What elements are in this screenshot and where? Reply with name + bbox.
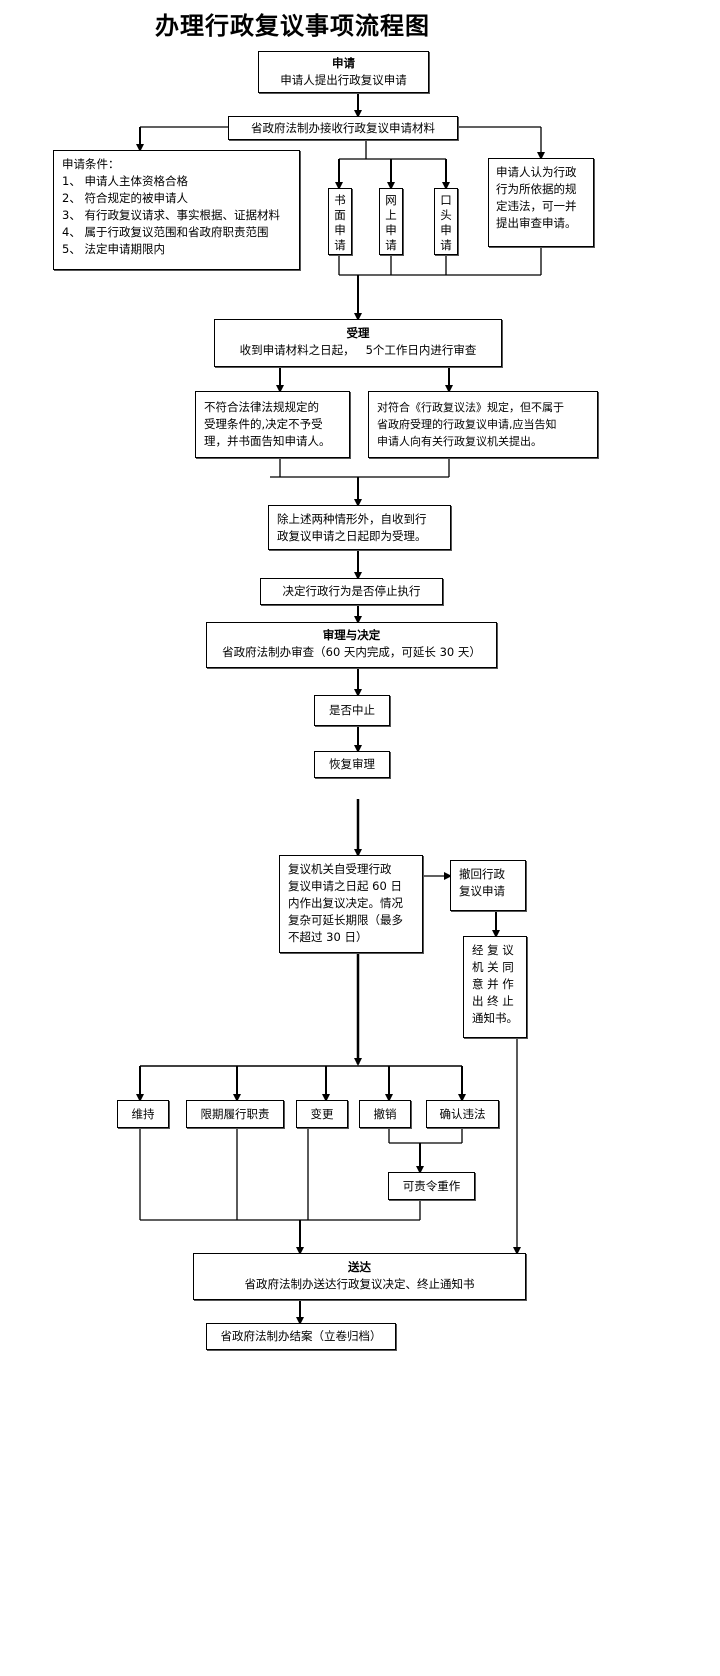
conditions-item: 5、 法定申请期限内 bbox=[62, 242, 165, 256]
pause-box: 是否中止 bbox=[314, 695, 390, 726]
decision-term-line: 复杂可延长期限（最多 bbox=[288, 913, 403, 927]
outcome-revoke-box: 撤销 bbox=[359, 1100, 411, 1128]
outcome-confirm-illegal-box: 确认违法 bbox=[426, 1100, 499, 1128]
decision-term-line: 内作出复议决定。情况 bbox=[288, 896, 403, 910]
channel-oral-text: 口头申请 bbox=[440, 193, 452, 252]
apply-heading: 申请 bbox=[332, 56, 355, 70]
terminate-line: 出 终 止 bbox=[472, 994, 514, 1008]
outcome-perform-box: 限期履行职责 bbox=[186, 1100, 284, 1128]
review-box: 审理与决定 省政府法制办审查（60 天内完成，可延长 30 天） bbox=[206, 622, 497, 668]
page-title: 办理行政复议事项流程图 bbox=[155, 11, 430, 40]
otherwise-line: 除上述两种情形外，自收到行 bbox=[277, 512, 427, 526]
deliver-heading: 送达 bbox=[348, 1260, 371, 1274]
refer-box: 对符合《行政复议法》规定，但不属于 省政府受理的行政复议申请,应当告知 申请人向… bbox=[368, 391, 598, 458]
refer-line: 申请人向有关行政复议机关提出。 bbox=[377, 435, 542, 448]
archive-box: 省政府法制办结案（立卷归档） bbox=[206, 1323, 396, 1350]
terminate-line: 意 并 作 bbox=[472, 977, 514, 991]
conditions-item: 3、 有行政复议请求、事实根据、证据材料 bbox=[62, 208, 280, 222]
archive-text: 省政府法制办结案（立卷归档） bbox=[220, 1329, 382, 1343]
receive-box: 省政府法制办接收行政复议申请材料 bbox=[228, 116, 458, 140]
conditions-box: 申请条件： 1、 申请人主体资格合格 2、 符合规定的被申请人 3、 有行政复议… bbox=[53, 150, 300, 270]
suspend-exec-text: 决定行政行为是否停止执行 bbox=[282, 584, 421, 598]
channel-online-box: 网上申请 bbox=[379, 188, 403, 255]
conditions-heading: 申请条件： bbox=[62, 157, 120, 171]
accept-box: 受理 收到申请材料之日起， 5个工作日内进行审查 bbox=[214, 319, 502, 367]
review-request-line: 定违法，可一并 bbox=[496, 199, 577, 213]
terminate-line: 机 关 同 bbox=[472, 960, 514, 974]
outcome-revoke-text: 撤销 bbox=[373, 1107, 397, 1121]
accept-text: 收到申请材料之日起， 5个工作日内进行审查 bbox=[239, 343, 477, 357]
review-heading: 审理与决定 bbox=[322, 628, 381, 642]
conditions-item: 2、 符合规定的被申请人 bbox=[62, 191, 188, 205]
deliver-text: 省政府法制办送达行政复议决定、终止通知书 bbox=[244, 1277, 475, 1291]
refer-line: 省政府受理的行政复议申请,应当告知 bbox=[377, 418, 557, 431]
conditions-item: 4、 属于行政复议范围和省政府职责范围 bbox=[62, 225, 269, 239]
apply-text: 申请人提出行政复议申请 bbox=[280, 73, 407, 87]
review-request-line: 申请人认为行政 bbox=[496, 165, 577, 179]
review-request-line: 行为所依据的规 bbox=[496, 182, 577, 196]
outcome-perform-text: 限期履行职责 bbox=[200, 1107, 270, 1121]
deliver-box: 送达 省政府法制办送达行政复议决定、终止通知书 bbox=[193, 1253, 526, 1300]
conditions-item: 1、 申请人主体资格合格 bbox=[62, 174, 188, 188]
outcome-maintain-box: 维持 bbox=[117, 1100, 169, 1128]
terminate-line: 经 复 议 bbox=[472, 943, 514, 957]
reject-line: 理，并书面告知申请人。 bbox=[204, 434, 331, 448]
outcome-change-box: 变更 bbox=[296, 1100, 348, 1128]
terminate-box: 经 复 议 机 关 同 意 并 作 出 终 止 通知书。 bbox=[463, 936, 527, 1038]
resume-box: 恢复审理 bbox=[314, 751, 390, 778]
accept-heading: 受理 bbox=[346, 326, 370, 340]
receive-text: 省政府法制办接收行政复议申请材料 bbox=[251, 121, 435, 135]
redo-box: 可责令重作 bbox=[388, 1172, 475, 1200]
review-request-line: 提出审查申请。 bbox=[496, 216, 577, 230]
withdraw-line: 撤回行政 bbox=[459, 867, 505, 881]
terminate-line: 通知书。 bbox=[472, 1011, 518, 1025]
withdraw-line: 复议申请 bbox=[459, 884, 505, 898]
resume-text: 恢复审理 bbox=[329, 757, 375, 771]
withdraw-box: 撤回行政 复议申请 bbox=[450, 860, 526, 911]
reject-line: 受理条件的,决定不予受 bbox=[204, 417, 323, 431]
channel-online-text: 网上申请 bbox=[385, 193, 397, 252]
refer-line: 对符合《行政复议法》规定，但不属于 bbox=[377, 401, 564, 414]
decision-term-box: 复议机关自受理行政 复议申请之日起 60 日 内作出复议决定。情况 复杂可延长期… bbox=[279, 855, 423, 953]
channel-written-text: 书面申请 bbox=[334, 193, 346, 252]
reject-box: 不符合法律法规规定的 受理条件的,决定不予受 理，并书面告知申请人。 bbox=[195, 391, 350, 458]
outcome-maintain-text: 维持 bbox=[131, 1107, 155, 1121]
review-text: 省政府法制办审查（60 天内完成，可延长 30 天） bbox=[222, 645, 481, 659]
decision-term-line: 复议申请之日起 60 日 bbox=[288, 879, 402, 893]
review-request-box: 申请人认为行政 行为所依据的规 定违法，可一并 提出审查申请。 bbox=[488, 158, 594, 247]
decision-term-line: 不超过 30 日） bbox=[288, 930, 368, 944]
channel-oral-box: 口头申请 bbox=[434, 188, 458, 255]
pause-text: 是否中止 bbox=[329, 703, 375, 717]
otherwise-box: 除上述两种情形外，自收到行 政复议申请之日起即为受理。 bbox=[268, 505, 451, 550]
outcome-confirm-illegal-text: 确认违法 bbox=[439, 1107, 486, 1121]
reject-line: 不符合法律法规规定的 bbox=[204, 400, 319, 414]
redo-text: 可责令重作 bbox=[402, 1179, 461, 1193]
suspend-exec-box: 决定行政行为是否停止执行 bbox=[260, 578, 443, 605]
outcome-change-text: 变更 bbox=[310, 1107, 334, 1121]
otherwise-line: 政复议申请之日起即为受理。 bbox=[277, 529, 427, 543]
decision-term-line: 复议机关自受理行政 bbox=[288, 862, 392, 876]
channel-written-box: 书面申请 bbox=[328, 188, 352, 255]
apply-box: 申请 申请人提出行政复议申请 bbox=[258, 51, 429, 93]
